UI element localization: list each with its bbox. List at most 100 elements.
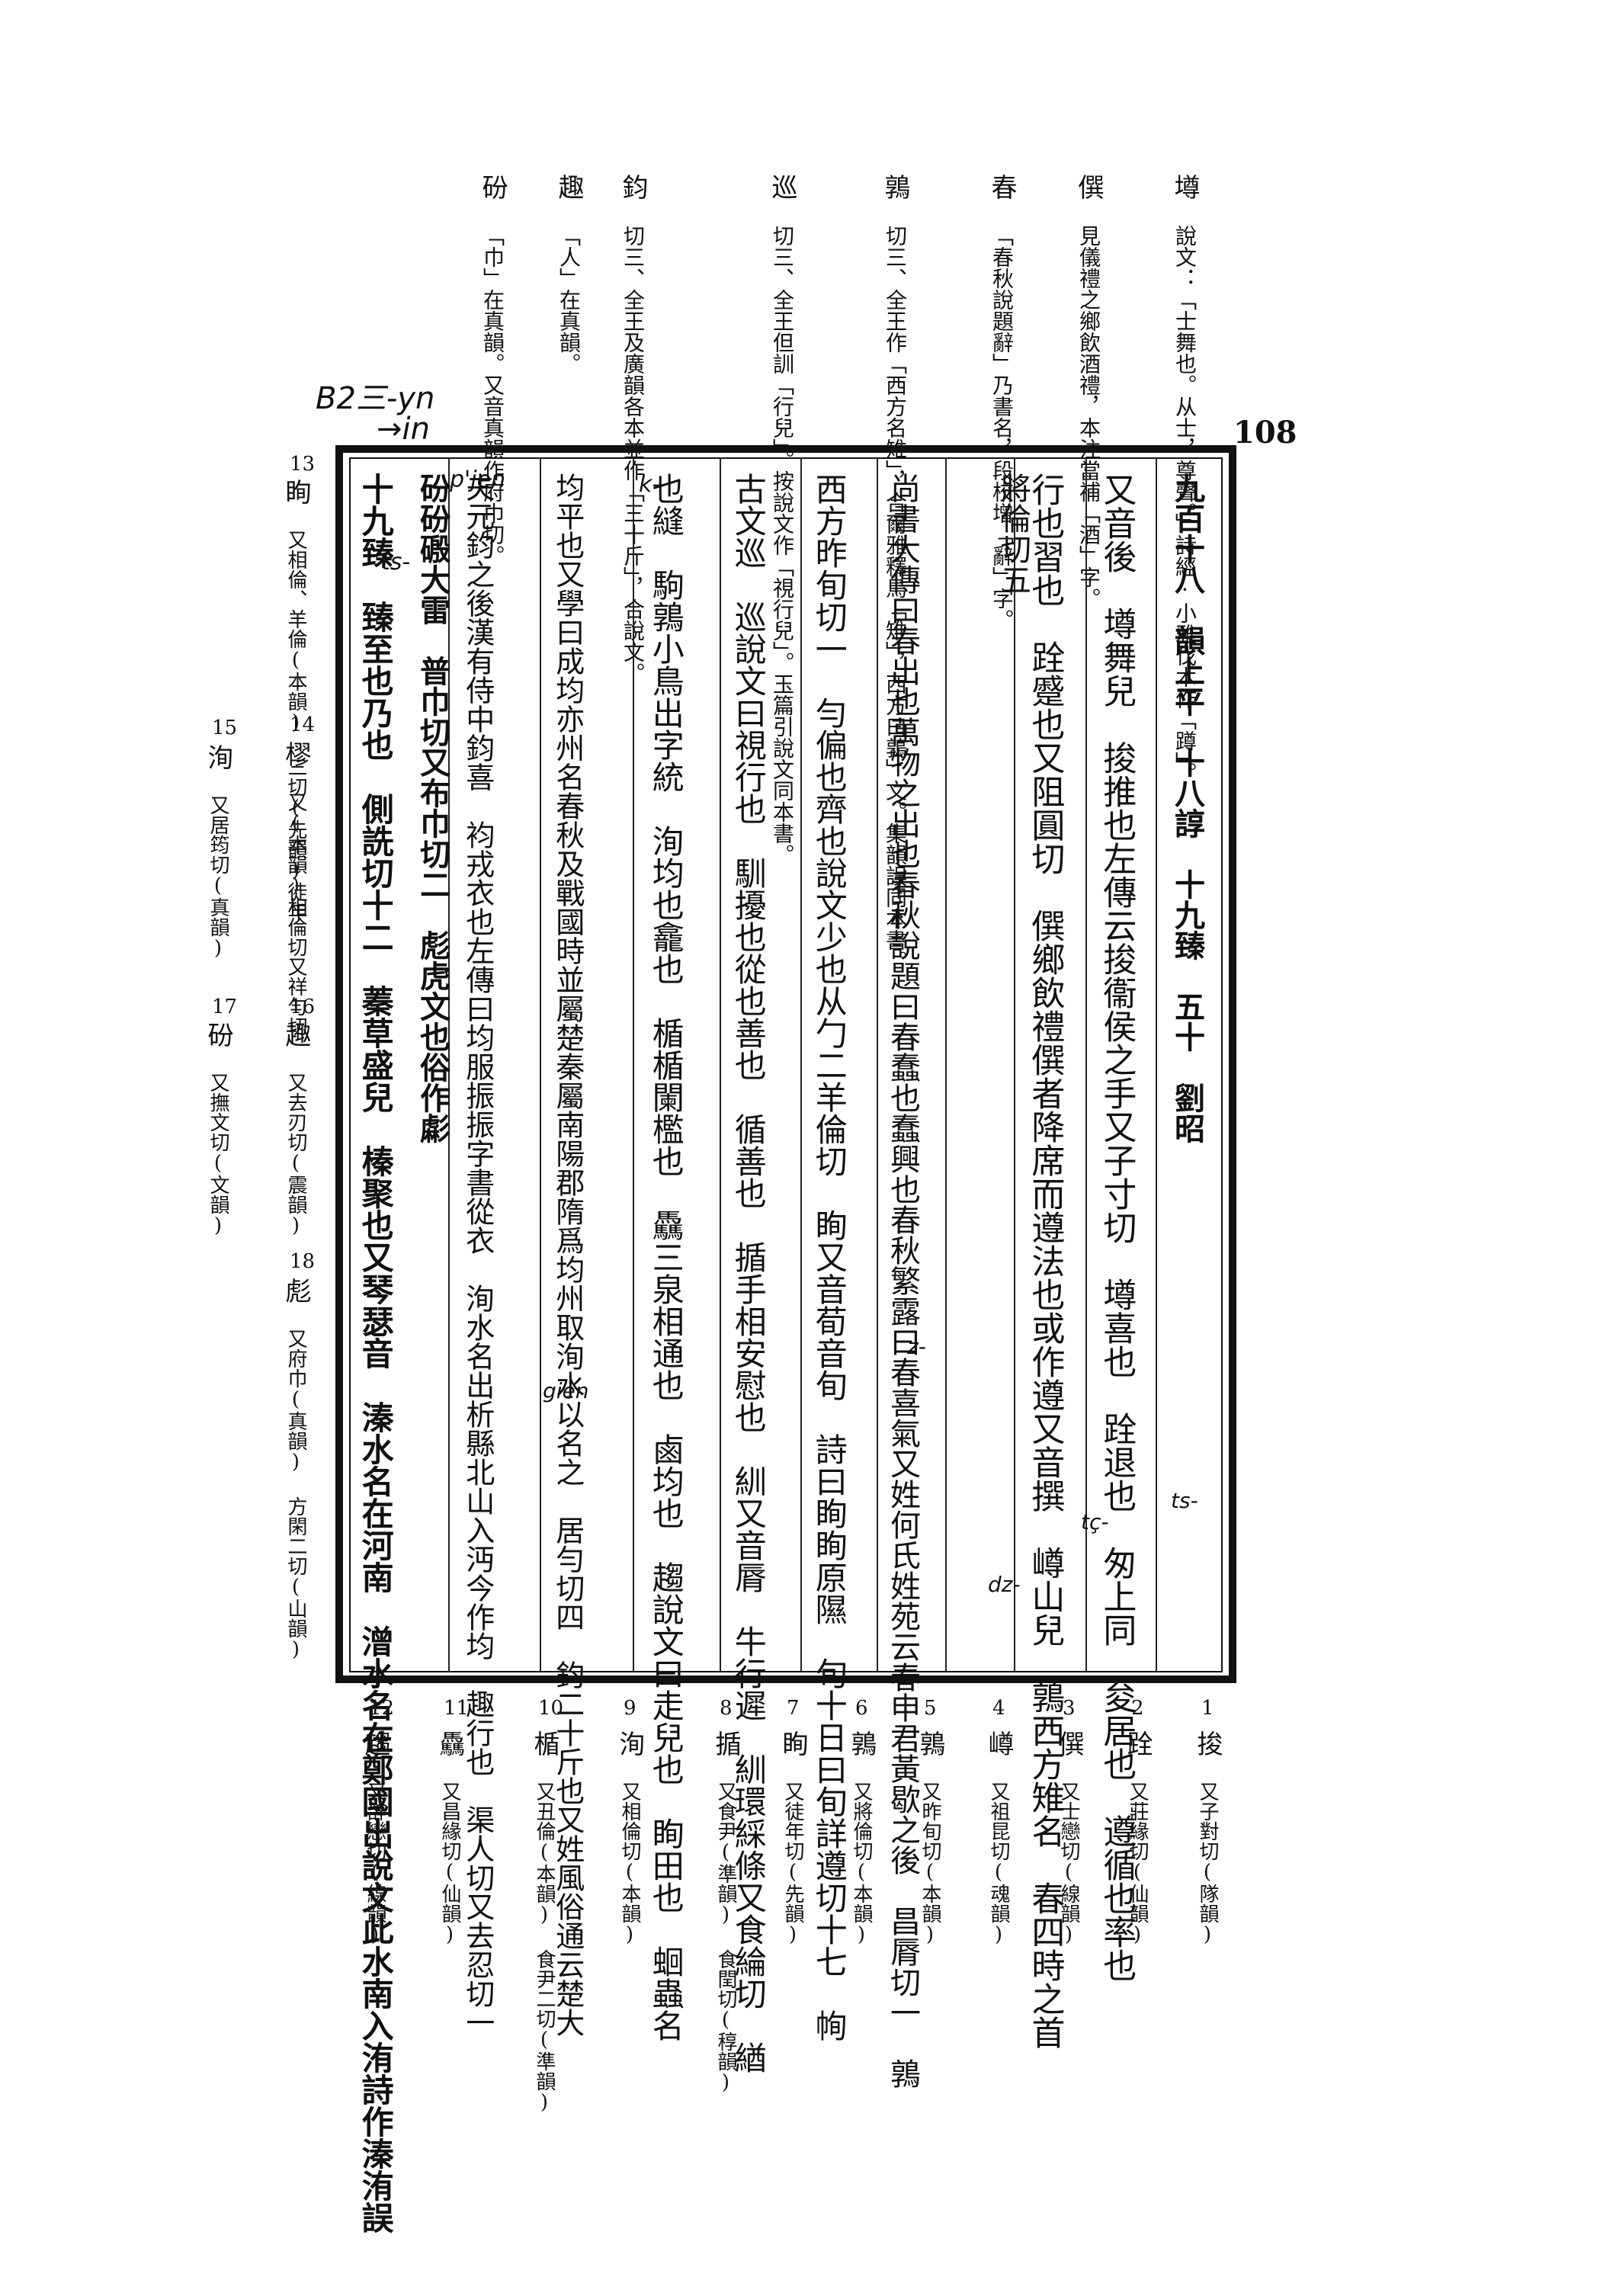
column-rule [448,457,450,1672]
main-column-10: 砏砏磤大雷 普巾切又布巾切二 彪虎文也俗作虨 [415,473,450,1143]
note-head: 砏 [477,174,508,200]
main-column-7: 也縫 駒鶉小鳥出字統 洵均也龕也 楯楯闌檻也 驫三泉相通也 鹵均也 趨說文曰走兒… [647,473,685,2041]
note-text: 見儀禮之鄉飲酒禮，本注當補「酒」字。 [1076,225,1101,609]
note-number: 1 [1201,1697,1214,1720]
note-text: 切三、全王作「西方名雉」，合爾雅釋鳥「雉」，西方曰鶉」文。集韻誤同本書。 [883,225,908,972]
note-text: 又相倫、羊倫(本韻) 三切(先韻)徒年 [284,530,307,922]
bottom-note: 楯 又丑倫(本韻) 食尹二切(準韻) [526,1730,563,2114]
main-column-5: 西方昨旬切一 勻偏也齊也說文少也从勹二羊倫切 眴又音荀音旬 詩曰眴眴原隰 旬十日… [810,473,848,2041]
bottom-note: 嶟 又祖昆切(魂韻) [980,1730,1018,1982]
phonetic-annotation: ts- [381,549,411,576]
note-text: 又徒年切(先韻) [781,1781,804,1946]
note-head: 鶉 [880,174,910,200]
top-note-1: 壿 說文：「士舞也。从士，尊聲。」詩經·小雅伐木作「蹲」。 [1166,174,1204,784]
note-head: 捘 [1192,1730,1223,1756]
bottom-note: 捘 又子對切(隊韻) [1189,1730,1226,1982]
note-head: 驫 [434,1730,465,1756]
main-column-6: 古文巡 巡說文曰視行也 馴擾也從也善也 循善也 揗手相安慰也 紃又音脣 牛行遲 … [729,473,768,2073]
main-column-8: 均平也又學曰成均亦州名春秋及戰國時並屬楚秦屬南陽郡隋爲均州取洵水以名之 居勻切四… [550,473,585,2037]
main-column-11: 十九臻 臻至也乃也 側詵切十二 蓁草盛兒 榛聚也又琴瑟音 溱水名在河南 潧水名在… [357,473,395,2233]
note-text: 又食尹(準韻) 食閏切(稕韻) [714,1781,737,2094]
side-note: 趣 又去刃切(震韻) [277,1021,315,1237]
note-text: 又相倫切(本韻) [618,1781,641,1946]
bottom-note: 洵 又相倫切(本韻) [611,1730,649,1982]
note-text: 又昌緣切(仙韻) [438,1781,461,1946]
note-text: 又居筠切(真韻) [207,795,229,960]
note-head: 壿 [1169,174,1200,200]
phonetic-annotation: gien [543,1378,589,1403]
note-head: 樛 [281,741,311,767]
bottom-note: 趨 又辝戀切(線韻) [357,1730,394,1982]
note-number: 10 [538,1697,564,1720]
main-column-9: 夫元鈞之後漢有侍中鈞喜 袀戎衣也左傳曰均服振振字書從衣 洵水名出析縣北山入沔今作… [460,473,495,2037]
note-head: 跧 [1122,1730,1153,1756]
handwritten-annotation-2: →in [377,412,430,447]
note-head: 春 [986,174,1017,200]
note-text: 又士戀切(線韻) [1057,1781,1080,1946]
note-head: 楯 [529,1730,560,1756]
top-note-6: 鈞 切三、全王及廣韻各本並作「三十斤」，合說文。 [614,174,652,684]
bottom-note: 眴 又徒年切(先韻) [774,1730,812,1982]
note-text: 又(本韻)相倫切又祥勻切 [284,792,307,1036]
note-number: 3 [1063,1697,1076,1720]
phonetic-annotation: z- [907,1334,926,1359]
note-number: 16 [290,996,316,1018]
note-head: 僎 [1073,174,1104,200]
note-text: 「巾」在真韻。又音真韻作府巾切。 [480,225,505,566]
main-column-4: 尚書大傳曰春出也萬物之出也春秋說題曰春蠢也蠢興也春秋繁露曰春喜氣又姓何氏姓苑云春… [885,473,920,2089]
bottom-note: 跧 又莊緣切(仙韻) [1119,1730,1156,1982]
column-rule [1014,457,1015,1672]
note-text: 又祖昆切(魂韻) [987,1781,1010,1946]
note-head: 趣 [281,1021,311,1047]
note-number: 13 [290,453,316,476]
side-note: 砏 又撫文切(文韻) [200,1021,237,1237]
note-number: 5 [924,1697,937,1720]
note-text: 又將倫切(本韻) [850,1781,873,1946]
note-head: 趣 [553,174,584,200]
note-head: 砏 [203,1021,233,1047]
main-frame-inner [349,457,1223,1672]
note-head: 鈞 [617,174,648,200]
top-note-4: 鶉 切三、全王作「西方名雉」，合爾雅釋鳥「雉」，西方曰鶉」文。集韻誤同本書。 [877,174,914,972]
note-head: 巡 [767,174,797,200]
note-head: 鶉 [915,1730,945,1756]
phonetic-annotation: p'jen [450,467,506,493]
note-text: 又去刃切(震韻) [284,1073,307,1237]
phonetic-annotation: tç- [1081,1509,1109,1534]
note-text: 又子對切(隊韻) [1196,1781,1219,1946]
column-rule [720,457,721,1672]
note-head: 洵 [614,1730,645,1756]
note-text: 又昨旬切(本韻) [919,1781,941,1946]
note-number: 2 [1131,1697,1144,1720]
note-number: 11 [444,1697,470,1720]
note-head: 揗 [710,1730,741,1756]
note-text: 又府巾(真韻) 方閑二切(山韻) [284,1329,307,1661]
note-head: 嶟 [983,1730,1014,1756]
main-column-3: 將倫切五 [996,473,1031,595]
side-note: 樛 又(本韻)相倫切又祥勻切 [277,741,315,1036]
phonetic-annotation: ts- [1171,1488,1198,1513]
note-number: 9 [624,1697,636,1720]
bottom-note: 揗 又食尹(準韻) 食閏切(稕韻) [707,1730,745,2094]
column-rule [1156,457,1157,1672]
top-note-8: 砏 「巾」在真韻。又音真韻作府巾切。 [474,174,511,566]
note-text: 「春秋說題辭」乃書名，段校增「辭」字。 [989,225,1015,630]
note-number: 12 [369,1697,395,1720]
note-number: 18 [290,1250,316,1273]
note-head: 鶉 [846,1730,877,1756]
note-number: 14 [290,713,316,736]
note-head: 彪 [281,1278,311,1304]
note-head: 眴 [281,479,311,505]
note-head: 洵 [203,744,233,770]
side-note: 眴 又相倫、羊倫(本韻) 三切(先韻)徒年 [277,479,315,922]
note-number: 8 [720,1697,733,1720]
bottom-note: 鶉 又昨旬切(本韻) [912,1730,949,1982]
note-text: 切三、全王但訓「行兒」。按說文作「視行兒」。玉篇引說文同本書。 [770,225,795,865]
top-note-7: 趣 「人」在真韻。 [550,174,588,433]
handwritten-annotation-1: B2三-yn [316,381,435,416]
column-rule [540,457,541,1672]
page-number: 108 [1233,415,1297,451]
main-column-1: 又音後 壿舞兒 捘推也左傳云捘衞侯之手又子寸切 壿喜也 跧退也 匆上同 夋居也 … [1097,473,1137,1982]
note-text: 又丑倫(本韻) 食尹二切(準韻) [533,1781,556,2114]
note-number: 17 [212,996,238,1018]
